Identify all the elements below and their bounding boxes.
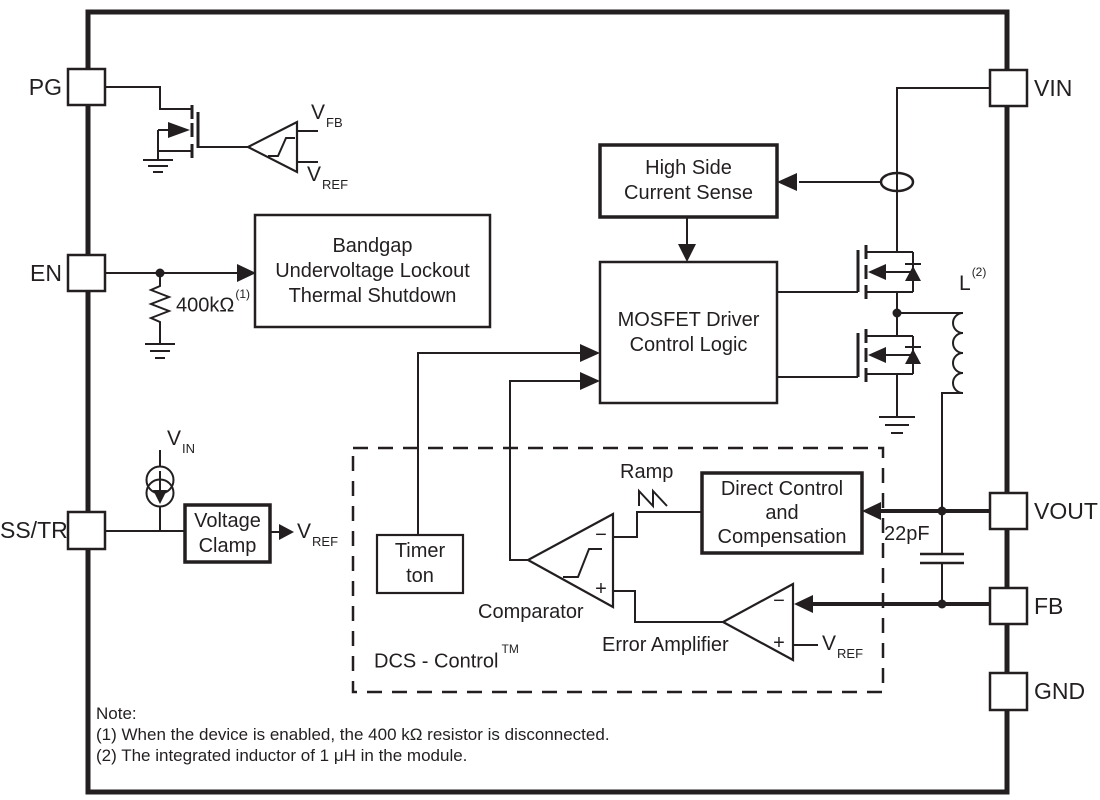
high-side-fet-symbol: [856, 245, 921, 299]
ramp-waveform-icon: [638, 488, 668, 509]
note-2: (2) The integrated inductor of 1 μH in t…: [96, 746, 468, 765]
pin-label-vin: VIN: [1034, 75, 1073, 101]
inductor-symbol: [897, 312, 964, 511]
resistor-label: 400kΩ(1): [176, 287, 250, 317]
high-side-current-sense-block: High Side Current Sense: [624, 157, 753, 204]
note-title: Note:: [96, 704, 137, 723]
vref-pg-label: VREF: [307, 163, 349, 193]
capacitor-symbol: [920, 511, 964, 604]
voltage-clamp-block-outline: [183, 503, 272, 564]
vref-ea-label: VREF: [822, 632, 864, 662]
note-1: (1) When the device is enabled, the 400 …: [96, 725, 610, 744]
bandgap-block-outline: [253, 213, 492, 329]
device-border: [85, 9, 1010, 795]
timer-ton-block: Timer ton: [394, 540, 446, 587]
comparator-label: Comparator: [478, 601, 584, 623]
pin-label-pg: PG: [28, 74, 62, 100]
low-side-fet-symbol: [856, 329, 921, 382]
error-amp-plus-sign: +: [773, 632, 785, 654]
error-amp-minus-sign: −: [773, 590, 785, 612]
fb-pin-box: [988, 586, 1029, 626]
timer-block-outline: [375, 533, 465, 595]
direct-control-block: Direct Control and Compensation: [717, 478, 847, 548]
comparator-symbol: [509, 380, 702, 609]
dcs-control-dashed-box: [351, 446, 885, 694]
error-amplifier-label: Error Amplifier: [602, 634, 729, 656]
pin-boxes: [66, 67, 1029, 712]
pin-label-vout: VOUT: [1034, 498, 1098, 524]
gnd-pin-box: [988, 671, 1029, 712]
comparator-minus-sign: −: [595, 524, 607, 546]
high-side-block-outline: [598, 143, 779, 219]
capacitor-label: 22pF: [884, 523, 930, 545]
sstr-pin-box: [66, 510, 107, 551]
vout-fb-nets: [794, 502, 990, 613]
current-source-symbol: [145, 450, 175, 531]
vref-clamp-label: VREF: [297, 520, 339, 550]
bandgap-block: Bandgap Undervoltage Lockout Thermal Shu…: [275, 234, 470, 307]
en-branch: [105, 213, 492, 359]
comparator-plus-sign: +: [595, 578, 607, 600]
power-stage: [856, 87, 990, 511]
vout-pin-box: [988, 491, 1029, 531]
dcs-interior: [375, 344, 864, 662]
vin-source-label: VIN: [167, 427, 196, 457]
en-pin-box: [66, 253, 107, 293]
mosfet-driver-block: [598, 260, 858, 405]
ramp-label: Ramp: [620, 461, 674, 483]
pg-mosfet-symbol: [143, 105, 248, 173]
pulldown-resistor-symbol: [145, 273, 175, 359]
pg-branch: [105, 86, 318, 174]
pin-label-sstr: SS/TR: [0, 517, 68, 543]
dcs-control-label: DCS - ControlTM: [374, 642, 519, 673]
driver-block-outline: [598, 260, 779, 405]
vin-pin-box: [988, 68, 1029, 108]
pin-label-en: EN: [30, 260, 62, 286]
pin-label-fb: FB: [1034, 593, 1064, 619]
error-amplifier-symbol: [613, 582, 818, 662]
voltage-clamp-block: Voltage Clamp: [194, 509, 261, 557]
sstr-branch: [105, 450, 294, 564]
direct-control-block-outline: [700, 471, 864, 555]
pg-pin-box: [66, 67, 107, 107]
vfb-label: VFB: [311, 101, 343, 131]
pin-label-gnd: GND: [1034, 678, 1086, 704]
pg-comparator-symbol: [245, 120, 318, 174]
mosfet-driver-block-label: MOSFET Driver Control Logic: [617, 308, 760, 356]
power-ground-symbol: [879, 416, 915, 434]
inductor-label: L(2): [959, 265, 987, 295]
